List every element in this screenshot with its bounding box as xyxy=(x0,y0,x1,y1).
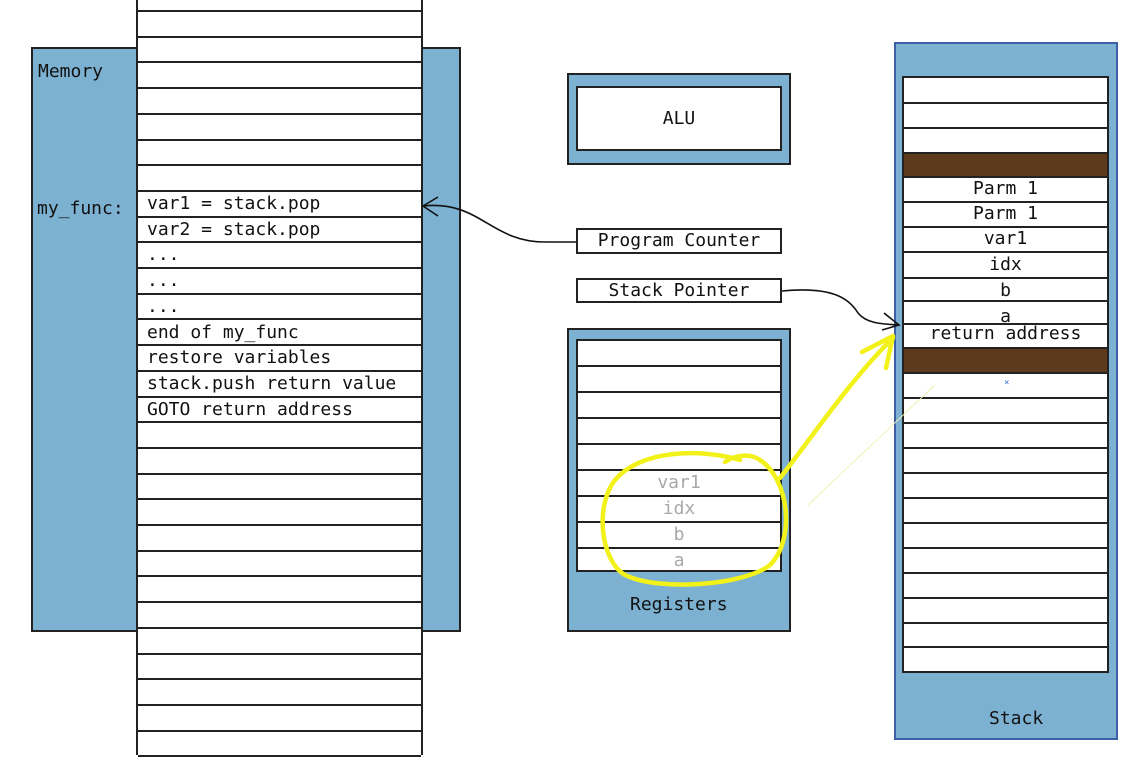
memory-cell xyxy=(138,423,421,449)
memory-cells: var1 = stack.pop var2 = stack.pop ... ..… xyxy=(136,0,423,757)
stack-slot xyxy=(904,399,1107,424)
stack-pointer-arrow xyxy=(781,289,900,326)
program-counter-arrow xyxy=(422,204,576,243)
stack-slot: × xyxy=(904,374,1107,399)
stack-slot xyxy=(904,474,1107,499)
memory-code-line: restore variables xyxy=(138,346,421,372)
register-slot: a xyxy=(673,550,685,571)
memory-code-line: GOTO return address xyxy=(138,398,421,424)
stack-slot: Parm 1 xyxy=(904,203,1107,228)
register-slot xyxy=(578,341,780,367)
stack-frame-separator xyxy=(904,349,1107,374)
stack-slot xyxy=(904,129,1107,154)
register-slot: b xyxy=(578,523,780,549)
memory-cell xyxy=(138,578,421,604)
memory-cell xyxy=(138,12,421,38)
stack-slot xyxy=(904,624,1107,648)
faint-pen-stroke xyxy=(807,384,936,506)
memory-cell xyxy=(138,706,421,732)
memory-cell xyxy=(138,526,421,552)
memory-cell xyxy=(138,629,421,655)
stack-slot xyxy=(904,78,1107,104)
stack-slot: Parm 1 xyxy=(904,178,1107,203)
memory-cell xyxy=(138,603,421,629)
stack-slot: idx xyxy=(904,253,1107,279)
memory-cell xyxy=(138,115,421,141)
register-slot xyxy=(578,445,780,471)
program-counter-box: Program Counter xyxy=(576,228,782,254)
memory-cell xyxy=(138,64,421,90)
stack-slot: a xyxy=(904,302,1107,325)
stack-pointer-box: Stack Pointer xyxy=(576,278,782,303)
arrowhead-icon xyxy=(881,312,901,331)
stack-slot: b xyxy=(904,279,1107,302)
memory-cell xyxy=(138,449,421,475)
stack-slot xyxy=(904,449,1107,474)
stack-label: Stack xyxy=(989,708,1044,729)
memory-code-line: var2 = stack.pop xyxy=(138,218,421,244)
memory-cell xyxy=(138,475,421,501)
memory-cell xyxy=(138,680,421,706)
memory-cell xyxy=(138,552,421,578)
memory-code-line: end of my_func xyxy=(138,321,421,347)
highlight-circle xyxy=(600,450,789,587)
arrowhead-icon xyxy=(859,333,896,371)
register-slot xyxy=(578,393,780,419)
memory-cell xyxy=(138,89,421,115)
memory-cell xyxy=(138,500,421,527)
memory-code-line: ... xyxy=(138,295,421,321)
arrowhead-icon xyxy=(421,196,439,217)
my-func-label: my_func: xyxy=(37,198,124,219)
stack-frame-separator xyxy=(904,154,1107,178)
highlight-arrow xyxy=(777,335,896,481)
memory-cell xyxy=(138,141,421,167)
register-slot: var1 xyxy=(578,471,780,497)
memory-cell xyxy=(138,166,421,192)
stack-slot: var1 xyxy=(904,228,1107,253)
stack-slot xyxy=(904,574,1107,599)
stack-slot xyxy=(904,424,1107,449)
stack-slot xyxy=(904,499,1107,524)
memory-cell xyxy=(138,38,421,64)
memory-code-line: ... xyxy=(138,243,421,270)
register-slot xyxy=(578,367,780,393)
registers-label: Registers xyxy=(630,594,728,615)
memory-code-line: ... xyxy=(138,269,421,295)
cursor-marker: × xyxy=(1004,378,1010,388)
alu-box: ALU xyxy=(576,86,782,151)
stack-slots: Parm 1 Parm 1 var1 idx b a return addres… xyxy=(902,76,1109,673)
memory-cell xyxy=(138,0,421,13)
memory-cell xyxy=(138,655,421,681)
memory-code-line: var1 = stack.pop xyxy=(138,192,421,218)
register-slot: idx xyxy=(578,497,780,523)
stack-slot xyxy=(904,599,1107,624)
stack-slot-return-address: return address xyxy=(904,325,1107,349)
stack-slot xyxy=(904,104,1107,129)
register-slot xyxy=(578,419,780,445)
stack-slot xyxy=(904,524,1107,549)
memory-code-line: stack.push return value xyxy=(138,372,421,398)
memory-label: Memory xyxy=(38,61,104,82)
stack-slot xyxy=(904,549,1107,574)
